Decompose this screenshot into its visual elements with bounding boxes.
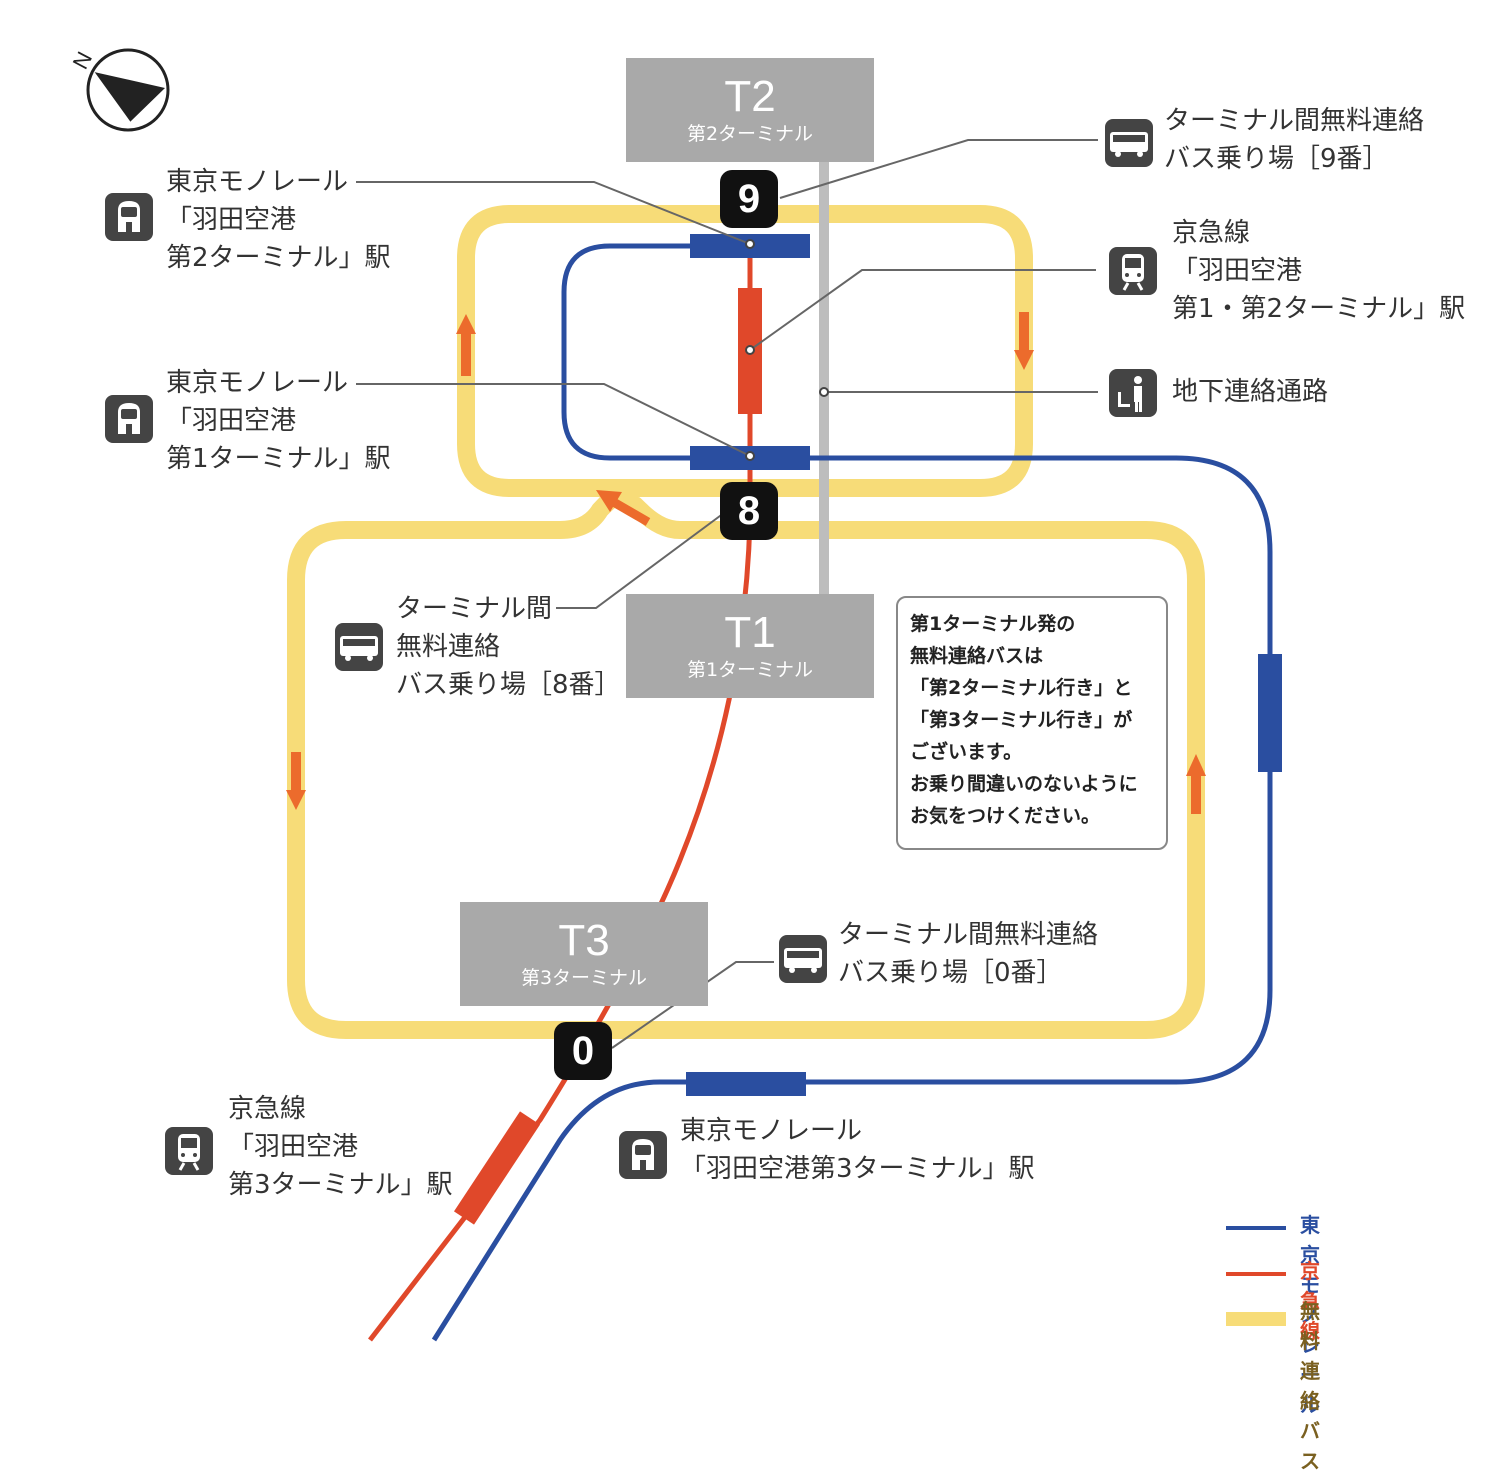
label-line: バス乗り場［0番］ (838, 958, 1063, 988)
notice-line: 無料連絡バスは (910, 645, 1044, 667)
terminal-name: 第3ターミナル (520, 967, 648, 989)
terminal-t2: T2 第2ターミナル (626, 58, 874, 162)
label-bus-stop-0: ターミナル間無料連絡 バス乗り場［0番］ (838, 916, 1098, 992)
monorail-icon (105, 395, 153, 443)
notice-box: 第1ターミナル発の 無料連絡バスは 「第2ターミナル行き」と 「第3ターミナル行… (896, 596, 1168, 850)
notice-line: ございます。 (910, 741, 1023, 763)
label-bus-stop-8: ターミナル間 無料連絡 バス乗り場［8番］ (396, 590, 621, 704)
terminal-t3: T3 第3ターミナル (460, 902, 708, 1006)
leader-lines (356, 139, 1098, 1049)
label-line: バス乗り場［8番］ (396, 670, 621, 700)
label-bus-stop-9: ターミナル間無料連絡 バス乗り場［9番］ (1164, 102, 1424, 178)
legend-label-keikyu: 京急線 (1300, 1259, 1320, 1343)
terminal-code: T2 (724, 72, 776, 121)
compass-icon (86, 48, 170, 132)
label-keikyu-t12-station: 京急線 「羽田空港 第1・第2ターミナル」駅 (1172, 214, 1465, 328)
walkway-icon (1109, 369, 1157, 417)
label-underground-walkway: 地下連絡通路 (1172, 373, 1328, 411)
label-line: ターミナル間無料連絡 (1164, 106, 1425, 136)
notice-line: 第1ターミナル発の (910, 613, 1076, 635)
bus-stop-0: 0 (554, 1022, 612, 1080)
label-line: 東京モノレール (166, 368, 349, 398)
terminal-t1: T1 第1ターミナル (626, 594, 874, 698)
bus-icon (335, 623, 383, 671)
label-line: 「羽田空港 (166, 205, 297, 235)
label-line: 無料連絡 (396, 632, 501, 662)
notice-line: 「第3ターミナル行き」が (910, 709, 1133, 731)
legend-label-bus: 無料連絡バス (1300, 1299, 1320, 1473)
leader-dots (745, 239, 829, 461)
train-icon (1109, 247, 1157, 295)
label-monorail-t3-station: 東京モノレール 「羽田空港第3ターミナル」駅 (680, 1112, 1035, 1188)
label-monorail-t2-station: 東京モノレール 「羽田空港 第2ターミナル」駅 (166, 163, 391, 277)
label-line: 東京モノレール (166, 167, 349, 197)
monorail-icon (619, 1131, 667, 1179)
label-line: 東京モノレール (680, 1116, 863, 1146)
bus-icon (1105, 119, 1153, 167)
terminal-code: T1 (724, 608, 776, 657)
label-line: 地下連絡通路 (1172, 377, 1329, 407)
label-monorail-t1-station: 東京モノレール 「羽田空港 第1ターミナル」駅 (166, 364, 391, 478)
train-icon (165, 1127, 213, 1175)
terminal-name: 第2ターミナル (686, 123, 814, 145)
notice-line: 「第2ターミナル行き」と (910, 677, 1133, 699)
bus-direction-arrows (286, 312, 1206, 814)
label-line: 第3ターミナル」駅 (228, 1170, 453, 1200)
label-line: 第1ターミナル」駅 (166, 444, 391, 474)
label-line: ターミナル間無料連絡 (838, 920, 1099, 950)
label-line: 第2ターミナル」駅 (166, 243, 391, 273)
bus-route (287, 205, 1205, 1039)
bus-stop-9: 9 (720, 170, 778, 228)
terminal-name: 第1ターミナル (686, 659, 814, 681)
monorail-line (431, 234, 1282, 1342)
legend-swatches (1226, 1226, 1286, 1326)
terminal-code: T3 (558, 916, 610, 965)
label-line: 京急線 (1172, 218, 1251, 248)
label-keikyu-t3-station: 京急線 「羽田空港 第3ターミナル」駅 (228, 1090, 453, 1204)
monorail-icon (105, 193, 153, 241)
label-line: 京急線 (228, 1094, 307, 1124)
label-line: 「羽田空港 (166, 406, 297, 436)
label-line: 「羽田空港第3ターミナル」駅 (680, 1154, 1035, 1184)
label-line: 「羽田空港 (228, 1132, 359, 1162)
notice-line: お乗り間違いのないように (910, 773, 1138, 795)
label-line: 第1・第2ターミナル」駅 (1172, 294, 1466, 324)
bus-icon (779, 935, 827, 983)
bus-stop-8: 8 (720, 482, 778, 540)
notice-line: お気をつけください。 (910, 805, 1101, 827)
label-line: 「羽田空港 (1172, 256, 1303, 286)
label-line: バス乗り場［9番］ (1164, 144, 1389, 174)
label-line: ターミナル間 (396, 594, 553, 624)
